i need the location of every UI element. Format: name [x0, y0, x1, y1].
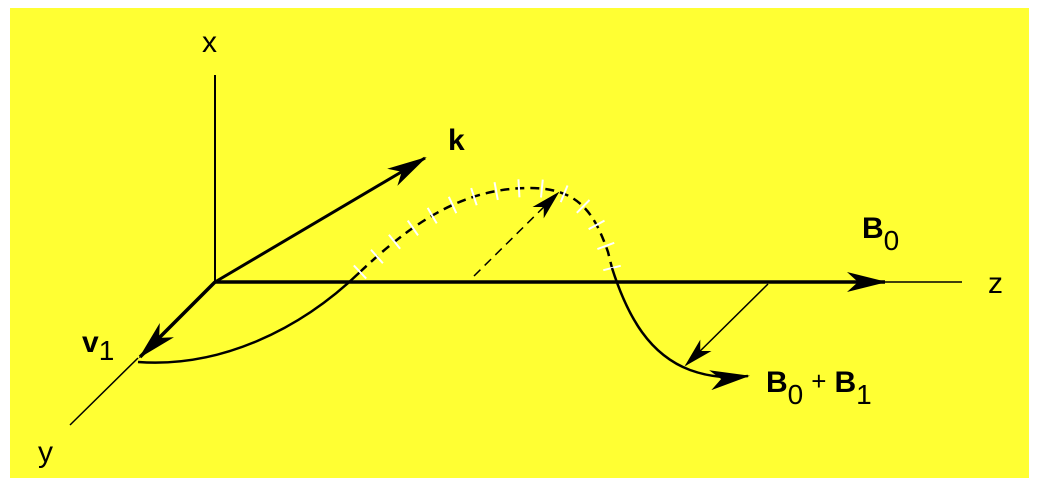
field-line-tick [576, 199, 591, 214]
dashed-displacement-arrow [473, 191, 560, 277]
field-line-tick [406, 220, 419, 236]
sum-b1-subscript: 1 [856, 379, 872, 410]
field-line-tick [559, 185, 569, 203]
sum-b0-subscript: 0 [788, 379, 804, 410]
field-line-tick [493, 182, 499, 201]
b0-symbol: B [862, 212, 884, 245]
b0-label: B0 [862, 212, 899, 256]
v1-vector-arrow [138, 280, 217, 359]
field-line-tick [517, 179, 521, 198]
background-panel [6, 4, 1033, 482]
sum-b1-symbol: B [834, 366, 856, 399]
b0-subscript: 0 [884, 225, 900, 256]
field-line-tick [447, 196, 458, 214]
sum-b0-symbol: B [766, 366, 788, 399]
b0-plus-b1-label: B0+B1 [766, 366, 872, 410]
y-axis-label: y [38, 436, 53, 469]
field-line-tick [370, 249, 384, 264]
sum-plus-sign: + [811, 366, 826, 396]
field-line-tick [588, 219, 605, 231]
field-line-tick [388, 234, 401, 250]
k-vector-arrow [214, 156, 427, 284]
v1-subscript: 1 [99, 335, 115, 366]
field-line-tick [470, 187, 478, 206]
field-line-ticks [353, 179, 621, 280]
v1-label: v1 [82, 326, 114, 366]
z-axis-label: z [988, 267, 1003, 300]
field-line-tick [539, 179, 544, 198]
x-axis-label: x [202, 26, 217, 59]
field-line-tick [597, 241, 615, 250]
field-line-lower [137, 271, 361, 364]
field-line-right [610, 267, 750, 391]
k-vector-label: k [448, 124, 465, 157]
field-line-tick [426, 207, 438, 224]
v1-symbol: v [82, 326, 99, 359]
field-line-raised [359, 186, 614, 273]
y-axis [69, 357, 139, 426]
b1-perturbation-arrow [684, 283, 769, 367]
field-line-tick [353, 264, 367, 280]
